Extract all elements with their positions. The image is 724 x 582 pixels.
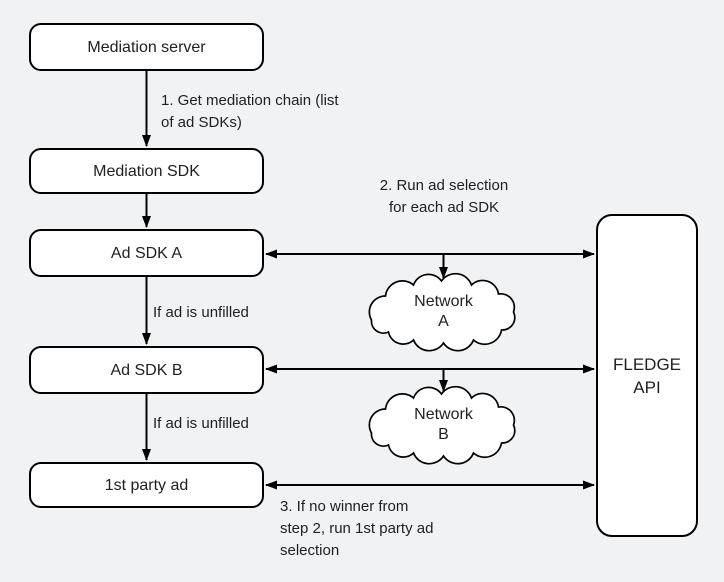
node-fledge-api: FLEDGE API	[596, 214, 698, 537]
node-first-party-ad: 1st party ad	[29, 462, 264, 508]
annotation-step1: 1. Get mediation chain (list of ad SDKs)	[161, 90, 339, 134]
node-mediation-sdk: Mediation SDK	[29, 148, 264, 194]
annotation-step1-line2: of ad SDKs)	[161, 114, 242, 131]
node-mediation-server-label: Mediation server	[87, 38, 206, 56]
node-ad-sdk-b-label: Ad SDK B	[110, 361, 183, 379]
annotation-step2: 2. Run ad selection for each ad SDK	[355, 175, 533, 219]
node-ad-sdk-a: Ad SDK A	[29, 229, 264, 277]
node-mediation-sdk-label: Mediation SDK	[93, 162, 200, 180]
node-fledge-api-label-line1: FLEDGE	[612, 354, 682, 374]
node-first-party-ad-label: 1st party ad	[104, 476, 189, 494]
annotation-step3-line2: step 2, run 1st party ad	[280, 520, 434, 537]
annotation-step1-line1: 1. Get mediation chain (list	[161, 92, 339, 109]
annotation-if-unfilled-bottom: If ad is unfilled	[153, 415, 249, 432]
annotation-step3-line1: 3. If no winner from	[280, 498, 409, 515]
network-a-cloud-shape	[368, 272, 516, 352]
network-b-cloud-shape	[368, 385, 516, 465]
annotation-step3-line3: selection	[280, 542, 340, 559]
annotation-if-unfilled-top: If ad is unfilled	[153, 304, 249, 321]
annotation-step2-line2: for each ad SDK	[388, 199, 500, 216]
node-mediation-server: Mediation server	[29, 23, 264, 71]
annotation-step2-line1: 2. Run ad selection	[379, 177, 509, 194]
node-ad-sdk-b: Ad SDK B	[29, 346, 264, 394]
annotation-step3: 3. If no winner from step 2, run 1st par…	[280, 496, 433, 562]
node-ad-sdk-a-label: Ad SDK A	[110, 244, 183, 262]
node-fledge-api-label-line2: API	[633, 377, 661, 397]
